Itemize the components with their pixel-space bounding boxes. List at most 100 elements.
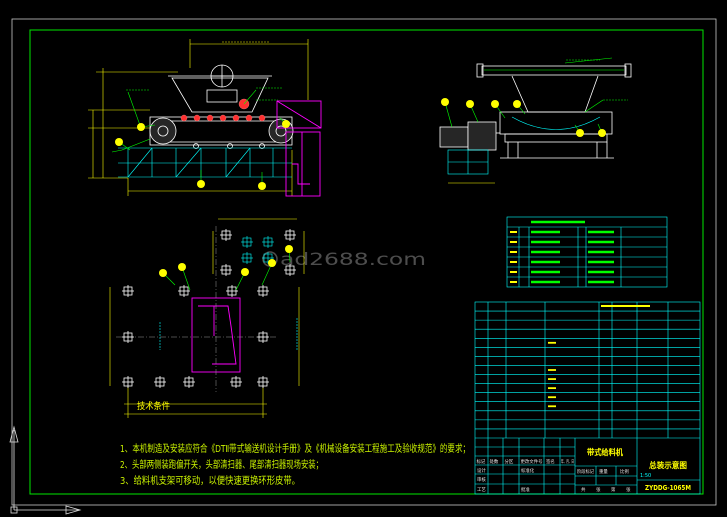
drawing-title: 总装示意图 [649, 460, 687, 470]
sheet-outer-border [11, 18, 717, 506]
part-balloon [159, 269, 167, 277]
role-label-review: 审核 [477, 476, 486, 483]
revision-header: 标记 [477, 458, 486, 465]
anchor-bolt [230, 376, 242, 388]
revision-header: 更改文件号 [521, 458, 544, 465]
flow-gate [206, 89, 238, 103]
anchor-bolt [220, 264, 232, 276]
revision-header: 分区 [505, 458, 514, 465]
title-block-grid [475, 302, 700, 494]
anchor-bolt [122, 331, 134, 343]
return-idler [227, 143, 233, 149]
support-diagonal-brace [175, 147, 202, 178]
sheet-label: 张 [596, 486, 601, 493]
anchor-bolt [241, 236, 253, 248]
role-label-approval: 批准 [521, 486, 530, 493]
feed-hopper [171, 77, 269, 113]
anchor-bolt [257, 376, 269, 388]
part-balloons [159, 245, 293, 291]
drawing-frame [29, 29, 704, 495]
drive-motor [439, 126, 469, 148]
carrying-idler [232, 114, 240, 122]
drawing-number: ZYDDG-1065M [645, 484, 691, 492]
product-name: 带式给料机 [587, 447, 623, 457]
watermark: ad2688.com [262, 250, 426, 270]
part-balloon [441, 98, 449, 106]
anchor-bolt [178, 285, 190, 297]
revision-header: 处数 [490, 458, 499, 465]
part-balloon [197, 180, 205, 188]
part-balloon [285, 245, 293, 253]
part-balloon [268, 259, 276, 267]
role-label-standardization: 标准化 [521, 467, 535, 474]
title-block: 带式给料机 总装示意图 ZYDDG-1065M 1:50 标记 处数 分区 更改… [474, 301, 701, 495]
part-balloon [115, 138, 123, 146]
drive-pulley-hub [275, 125, 287, 137]
part-balloon [491, 100, 499, 108]
part-balloon [258, 182, 266, 190]
carrying-idler [206, 114, 214, 122]
role-label-process: 工艺 [477, 487, 486, 493]
carrying-idler [180, 114, 188, 122]
carrying-idler [219, 114, 227, 122]
carrying-idlers [180, 114, 266, 149]
part-balloon [178, 263, 186, 271]
part-balloon [241, 268, 249, 276]
balloon-leader-line [261, 262, 273, 286]
notes-heading: 技术条件 [137, 400, 170, 412]
carrying-idler [193, 114, 201, 122]
stage-header: 阶段标记 [577, 468, 595, 475]
part-balloon [598, 129, 606, 137]
carrying-idler [258, 114, 266, 122]
balloon-leader-line [181, 266, 191, 291]
revision-header: 年、月、日 [561, 458, 574, 465]
anchor-bolt [154, 376, 166, 388]
anchor-bolts [122, 229, 296, 388]
sheet-label: 共 [581, 486, 586, 493]
support-diagonal-brace [127, 147, 153, 178]
anchor-bolt [183, 376, 195, 388]
chute-diagonal [276, 100, 322, 129]
anchor-bolt [241, 252, 253, 264]
crossbeam-end-plate [476, 63, 484, 78]
parts-legend-table [506, 216, 668, 288]
front-view [88, 39, 322, 197]
foundation-plan-view [109, 218, 305, 418]
part-balloon [282, 120, 290, 128]
anchor-bolt [122, 376, 134, 388]
troughed-belt-profile [511, 116, 601, 130]
sheet-label: 第 [611, 486, 616, 493]
gear-reducer [467, 121, 497, 151]
chute-footprint-outline [198, 305, 237, 365]
crossbeam-end-plate [624, 63, 632, 78]
note-line-1: 1、本机制造及安装应符合《DTⅡ带式输送机设计手册》及《机械设备安装工程施工及验… [120, 442, 470, 455]
anchor-bolt [122, 285, 134, 297]
stage-header: 重量 [599, 468, 608, 475]
discharge-chute-head [276, 100, 322, 129]
anchor-bolt [262, 236, 274, 248]
ucs-icon [9, 425, 82, 515]
side-view [439, 57, 632, 184]
drawing-scale: 1:50 [640, 473, 651, 479]
return-idler [193, 143, 199, 149]
tail-pulley-hub [157, 125, 169, 137]
note-line-3: 3、给料机支架可移动，以便快速更换环形皮带。 [120, 474, 300, 487]
tail-pulley [149, 117, 177, 145]
note-line-2: 2、头部两侧装跑偏开关，头部清扫器、尾部清扫器现场安装； [120, 458, 323, 471]
balloon-leader-line [444, 101, 453, 128]
anchor-bolt [257, 331, 269, 343]
chute-liner [292, 163, 310, 185]
lower-frame [504, 133, 608, 143]
title-block-border [474, 301, 701, 495]
top-crossbeam [481, 65, 627, 76]
carrying-idler [245, 114, 253, 122]
part-balloon [137, 123, 145, 131]
support-diagonal-brace [225, 147, 251, 178]
ucs-origin-box-icon [10, 506, 18, 514]
sheet-label: 张 [626, 486, 631, 493]
anchor-bolt [284, 264, 296, 276]
anchor-bolt [262, 252, 274, 264]
part-balloons [115, 117, 290, 190]
